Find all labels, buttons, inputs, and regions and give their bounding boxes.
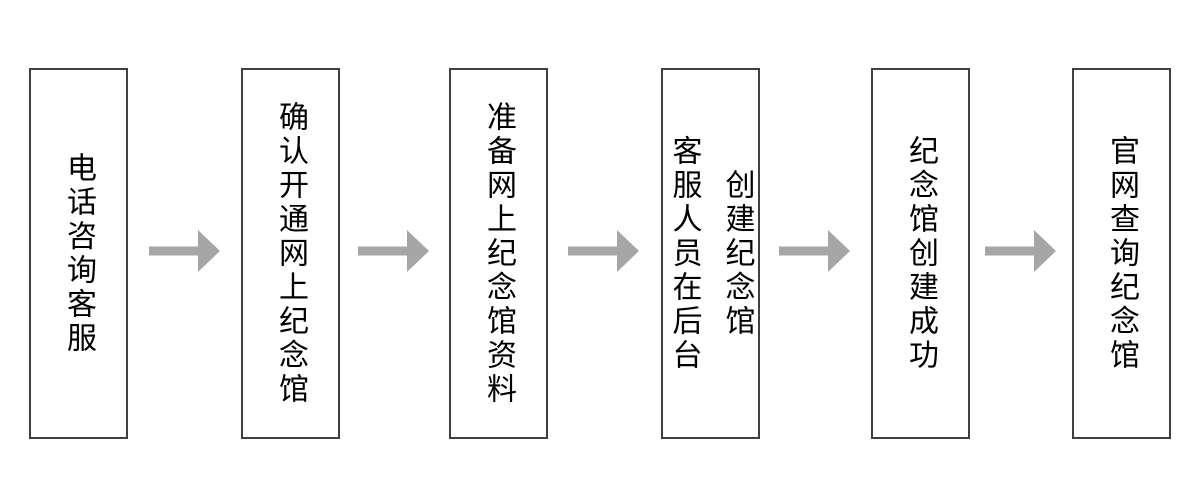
flow-step-5-box: 纪念馆创建成功 (871, 68, 970, 439)
flow-step-3-box: 准备网上纪念馆资料 (449, 68, 548, 439)
arrow-right-icon (985, 230, 1056, 272)
arrow-right-icon (149, 230, 220, 272)
flow-step-3-label: 准备网上纪念馆资料 (481, 100, 516, 407)
flow-step-5-label: 纪念馆创建成功 (903, 134, 938, 373)
flow-step-6-label: 官网查询纪念馆 (1104, 134, 1139, 373)
flow-step-1-box: 电话咨询客服 (29, 68, 128, 439)
flow-step-2-box: 确认开通网上纪念馆 (241, 68, 340, 439)
flow-step-4-label: 客服人员在后台 创建纪念馆 (666, 134, 755, 373)
flow-step-6-box: 官网查询纪念馆 (1072, 68, 1171, 439)
arrow-right-icon (358, 230, 429, 272)
arrow-right-icon (568, 230, 639, 272)
flow-step-4-box: 客服人员在后台 创建纪念馆 (661, 68, 760, 439)
flow-step-2-label: 确认开通网上纪念馆 (273, 100, 308, 407)
flow-step-1-label: 电话咨询客服 (61, 151, 96, 356)
arrow-right-icon (779, 230, 850, 272)
